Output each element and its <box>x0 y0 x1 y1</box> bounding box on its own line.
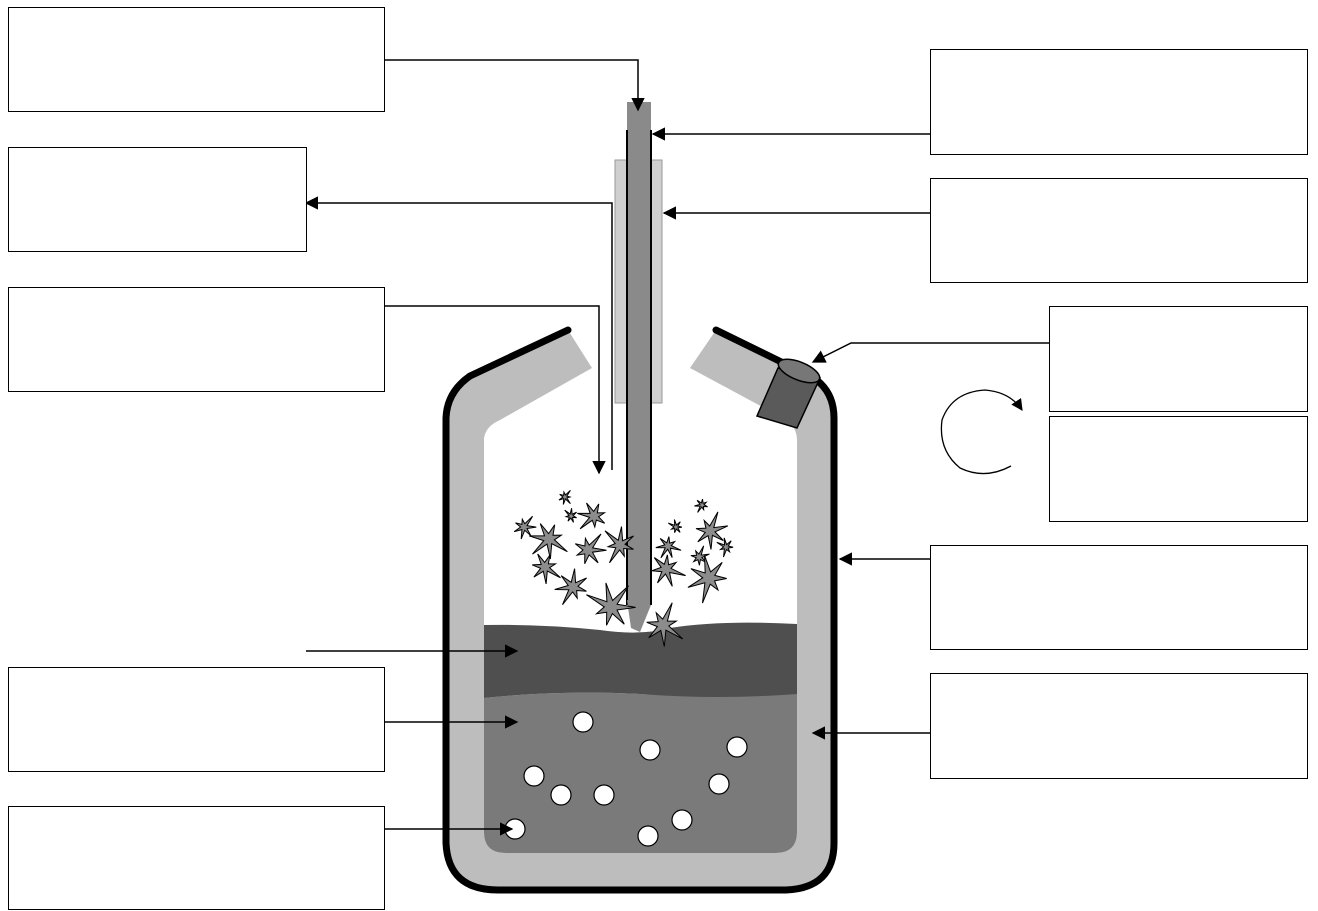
label-box-right-wall[interactable] <box>930 545 1308 650</box>
spark <box>564 508 577 523</box>
label-text-bottom-left <box>9 807 384 823</box>
sparks <box>513 489 734 647</box>
label-box-top-right[interactable] <box>930 49 1308 155</box>
vessel-outline <box>442 326 838 894</box>
label-text-right-wall <box>931 546 1307 562</box>
spark <box>655 536 682 559</box>
spark <box>668 519 683 533</box>
slag-layer <box>484 622 797 698</box>
leader-tap-hole <box>811 342 1049 363</box>
spark <box>558 489 572 505</box>
spark <box>646 602 684 647</box>
label-text-right-lower <box>931 674 1307 690</box>
spark <box>554 568 587 606</box>
molten-metal <box>484 690 797 853</box>
label-text-right-tilt <box>1050 307 1307 323</box>
label-text-right-rotation <box>1050 417 1307 433</box>
label-box-right-upper[interactable] <box>930 178 1308 283</box>
gas-bubbles <box>504 711 748 847</box>
tap-hole <box>755 358 822 429</box>
spark <box>687 555 727 604</box>
label-box-left-middle[interactable] <box>8 287 385 392</box>
spark <box>604 526 634 564</box>
spark <box>716 537 734 558</box>
spark <box>574 533 607 565</box>
label-box-right-rotation[interactable] <box>1049 416 1308 522</box>
label-text-top-right <box>931 50 1307 66</box>
label-box-bottom-left[interactable] <box>8 806 385 910</box>
oxygen-lance <box>627 102 651 605</box>
leader-top-left <box>385 59 645 112</box>
spark <box>577 502 607 530</box>
spark <box>529 523 568 560</box>
lance-tip <box>627 600 651 632</box>
leader-left-middle <box>385 305 606 475</box>
spark <box>513 515 537 540</box>
spark <box>532 553 561 585</box>
label-box-right-tilt[interactable] <box>1049 306 1308 412</box>
label-box-right-lower[interactable] <box>930 673 1308 779</box>
label-text-left-upper <box>9 148 306 164</box>
rotation-arrow <box>940 389 1023 475</box>
spark <box>586 582 636 626</box>
label-text-top-left <box>9 8 384 24</box>
spark <box>651 554 686 587</box>
spark <box>690 545 710 566</box>
leader-left-upper <box>304 196 613 470</box>
label-text-left-middle <box>9 288 384 304</box>
spark <box>695 511 729 550</box>
label-box-top-left[interactable] <box>8 7 385 112</box>
label-text-left-lower <box>9 668 384 684</box>
label-box-left-lower[interactable] <box>8 667 385 772</box>
spark <box>694 498 708 513</box>
leader-lines <box>304 59 1049 836</box>
label-box-left-upper[interactable] <box>8 147 307 252</box>
label-text-right-upper <box>931 179 1307 195</box>
